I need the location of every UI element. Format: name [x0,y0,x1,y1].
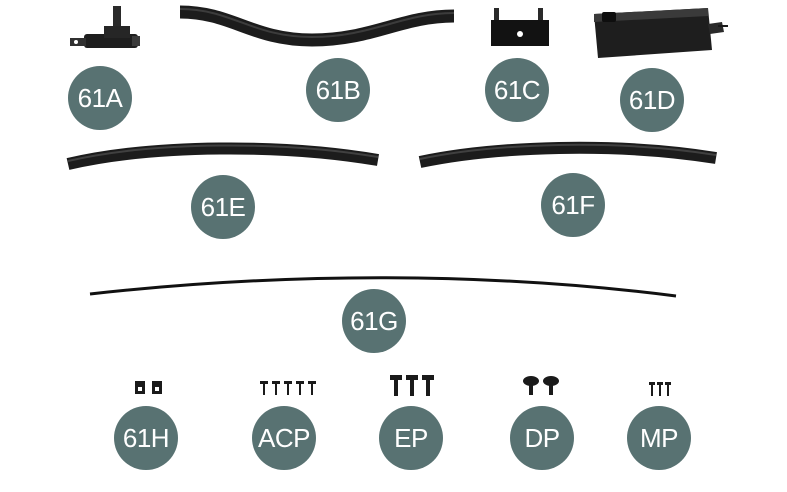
screws-icon [649,382,671,396]
hose-icon [418,141,717,168]
part-label-mp: MP [627,406,691,470]
curved-hose-icon [179,5,455,47]
part-label-dp: DP [510,406,574,470]
t-connector-icon [70,6,140,48]
part-label-61e: 61E [191,175,255,239]
wire-icon [89,276,677,298]
bracket-icon [491,8,549,46]
part-label-61d: 61D [620,68,684,132]
part-label-61h: 61H [114,406,178,470]
reservoir-box-icon [594,8,728,58]
part-label-61f: 61F [541,173,605,237]
part-label-61a: 61A [68,66,132,130]
screws-icon [523,376,559,395]
clips-icon [135,381,162,394]
part-label-61b: 61B [306,58,370,122]
hose-icon [66,142,380,170]
part-label-61g: 61G [342,289,406,353]
screws-icon [260,381,316,395]
part-label-61c: 61C [485,58,549,122]
part-label-acp: ACP [252,406,316,470]
screws-icon [390,375,434,396]
part-label-ep: EP [379,406,443,470]
